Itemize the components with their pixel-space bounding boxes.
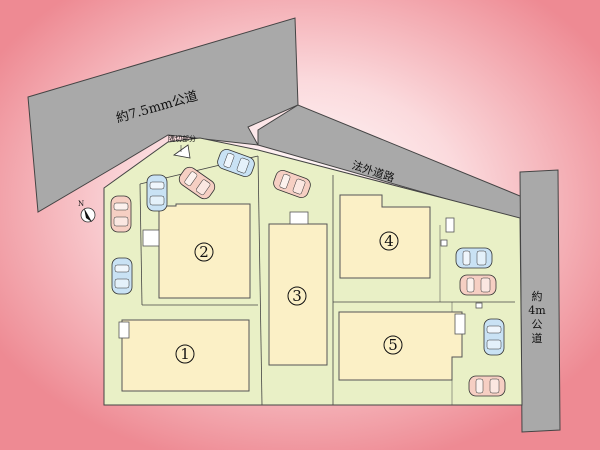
lot-number-5: 5: [383, 335, 403, 355]
svg-text:道: 道: [532, 331, 543, 345]
lot-line: [257, 155, 263, 406]
svg-text:2: 2: [199, 243, 209, 261]
lot-number-2: 2: [194, 242, 214, 262]
utility-box: [118, 321, 130, 339]
car-blue: [111, 257, 133, 295]
lot-number-1: 1: [175, 344, 195, 364]
car-blue: [146, 174, 168, 212]
house-2: [158, 203, 251, 299]
house-5: [338, 311, 463, 381]
svg-text:1: 1: [180, 345, 190, 363]
east-road-label: 約 4m 公 道: [528, 289, 546, 345]
house-4: [339, 194, 431, 279]
svg-text:4: 4: [384, 232, 394, 250]
lot-number-3: 3: [287, 286, 307, 306]
svg-text:公: 公: [532, 318, 543, 331]
utility-box: [445, 217, 455, 233]
car-pink: [459, 274, 497, 296]
utility-box: [475, 302, 483, 309]
house-1: [121, 319, 250, 392]
lot-number-4: 4: [379, 231, 399, 251]
car-pink: [468, 375, 506, 397]
boundary-marker-label: 隅切部分: [168, 134, 196, 143]
svg-text:約: 約: [532, 289, 543, 303]
car-pink: [110, 195, 132, 233]
north-arrow-icon: N: [78, 200, 96, 223]
svg-text:5: 5: [388, 336, 398, 354]
utility-box: [142, 229, 160, 247]
car-blue: [483, 318, 505, 356]
utility-box: [289, 211, 309, 225]
utility-box: [454, 313, 466, 335]
svg-text:3: 3: [292, 287, 302, 305]
svg-text:4m: 4m: [528, 304, 546, 317]
svg-text:N: N: [78, 200, 84, 208]
car-blue: [455, 247, 493, 269]
lot-line: [139, 183, 143, 306]
utility-box: [440, 239, 448, 247]
